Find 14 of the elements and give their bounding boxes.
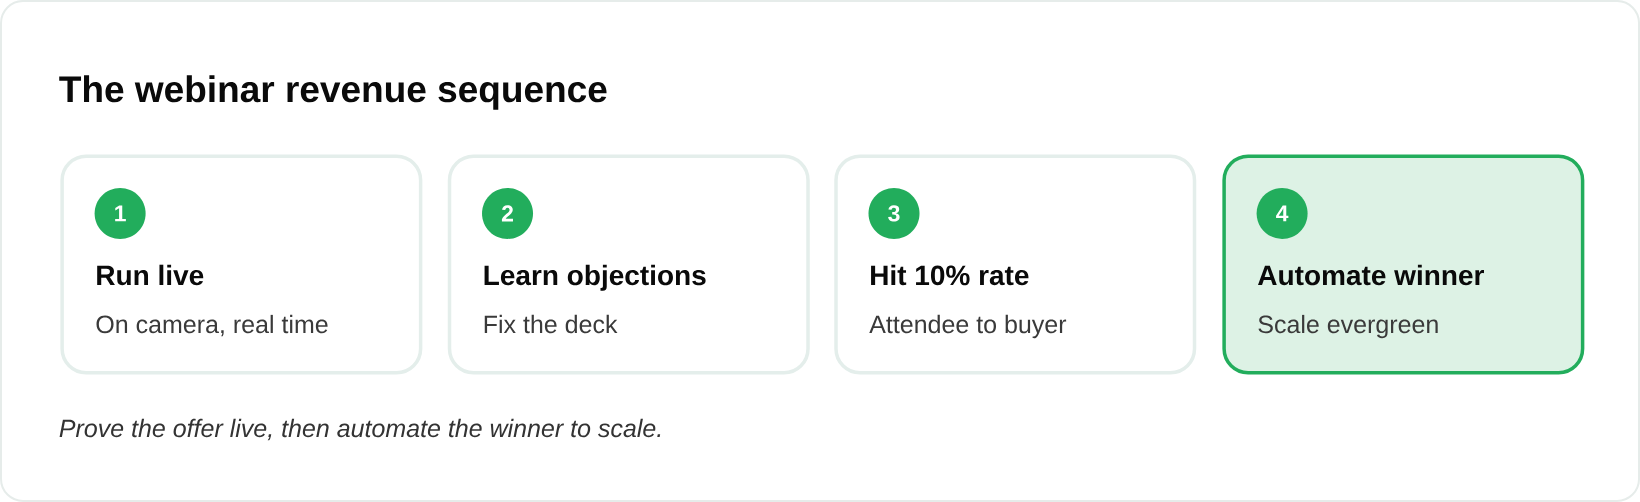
number-badge: 1 xyxy=(94,187,146,239)
step-description: Scale evergreen xyxy=(1258,314,1438,339)
step-description: Fix the deck xyxy=(484,314,618,334)
number-badge: 4 xyxy=(1256,187,1308,239)
step-description: On camera, real time xyxy=(96,314,328,337)
title: The webinar revenue sequence xyxy=(59,75,607,110)
step-title: Automate winner xyxy=(1258,264,1484,286)
number-badge: 2 xyxy=(482,187,533,239)
step-title: Learn objections xyxy=(484,264,706,291)
number-badge: 3 xyxy=(868,187,920,239)
step-title: Hit 10% rate xyxy=(871,264,1029,286)
step-title: Run live xyxy=(97,264,204,286)
caption: Prove the offer live, then automate the winner to scale. xyxy=(59,418,661,441)
step-description: Attendee to buyer xyxy=(869,314,1067,339)
